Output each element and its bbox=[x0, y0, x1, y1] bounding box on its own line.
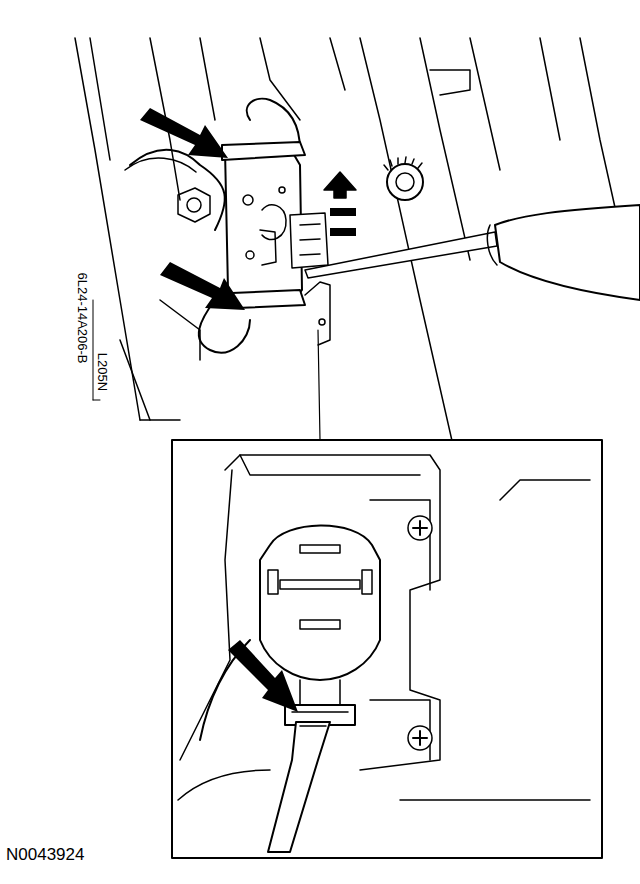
part-number: L205N bbox=[96, 353, 109, 391]
part-number: 6L24-14A206-B bbox=[76, 272, 89, 363]
figure-number: N0043924 bbox=[6, 846, 84, 863]
